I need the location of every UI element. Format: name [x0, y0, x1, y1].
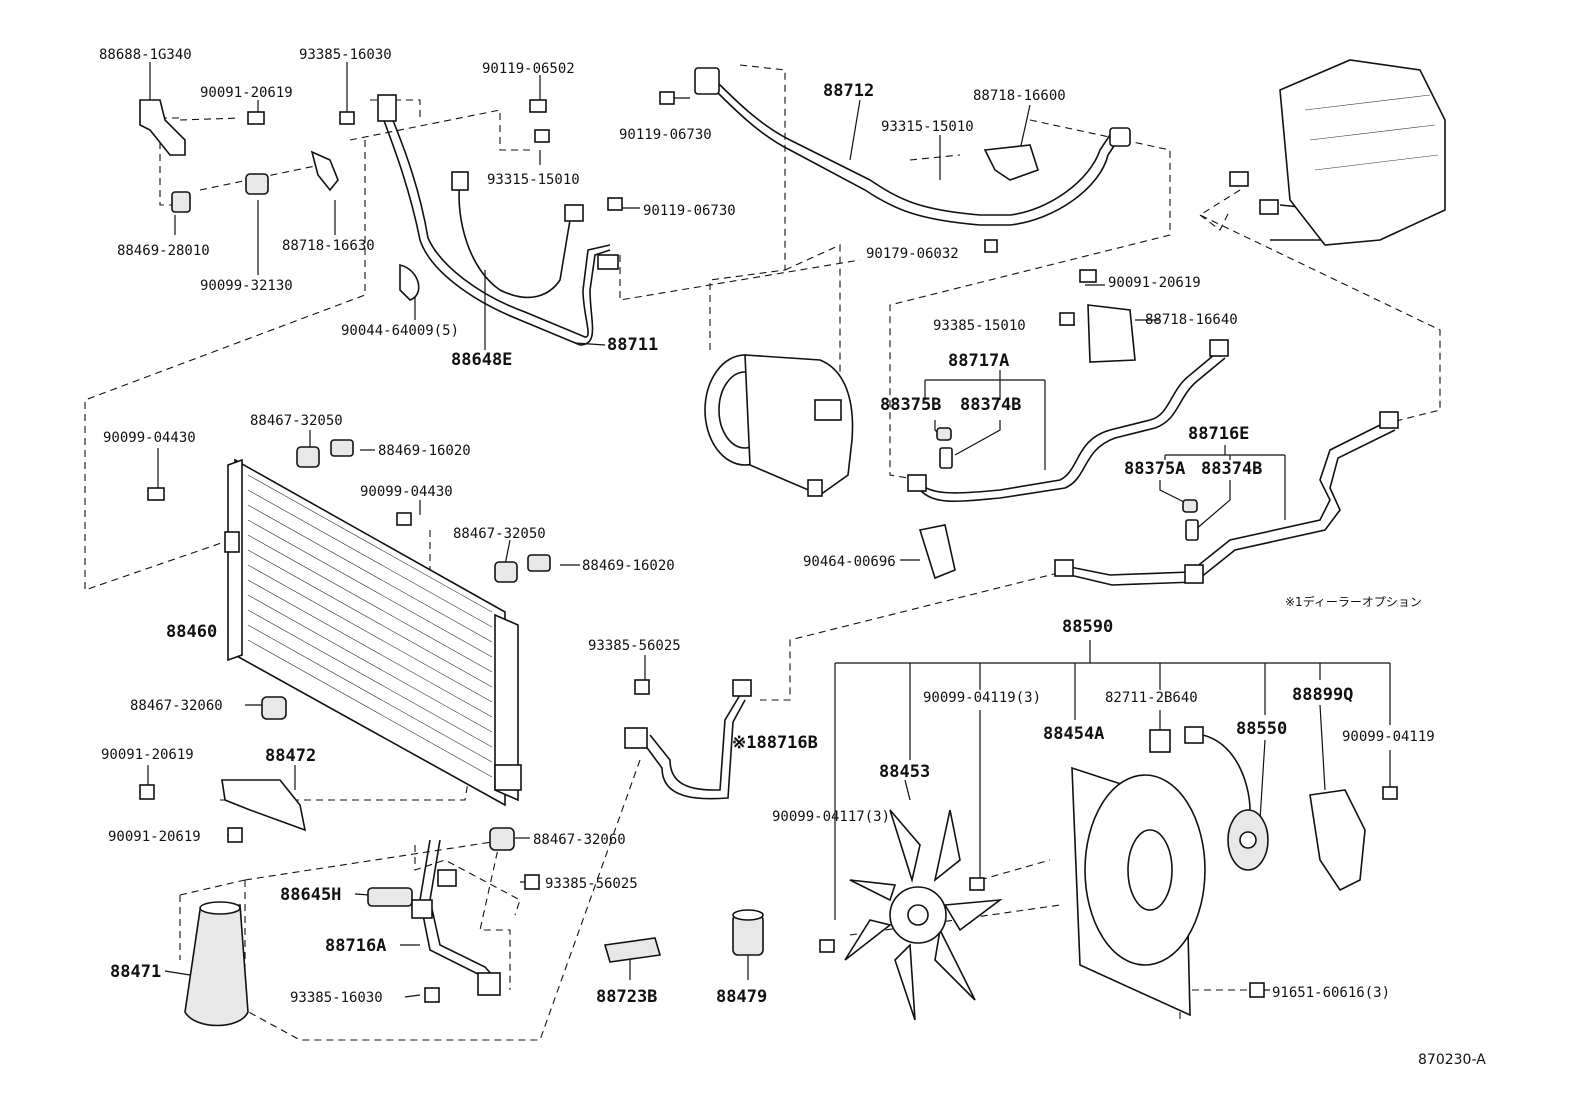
- label-88479: 88479: [716, 987, 767, 1007]
- label-93385-16030: 93385-16030: [299, 47, 392, 63]
- motor-cover-icon: [1309, 789, 1366, 892]
- grommet-icon: [171, 173, 551, 851]
- label-90099-32130: 90099-32130: [200, 278, 293, 294]
- evaporator-unit-icon: [1229, 59, 1446, 246]
- label-90119-06502: 90119-06502: [482, 61, 575, 77]
- label-90099-04119-3: 90099-04119(3): [923, 690, 1041, 706]
- clamp-icon: [221, 144, 1136, 832]
- label-sticker-icon: [603, 937, 662, 963]
- fan-motor-icon: [1184, 726, 1269, 871]
- label-88374b: 88374B: [960, 395, 1021, 415]
- bracket-icon: [139, 99, 186, 156]
- label-90091-20619-c: 90091-20619: [101, 747, 194, 763]
- label-88460: 88460: [166, 622, 217, 642]
- label-88899q: 88899Q: [1292, 685, 1353, 705]
- pipes: [382, 79, 1396, 986]
- label-88467-32050: 88467-32050: [250, 413, 343, 429]
- label-93385-56025: 93385-56025: [588, 638, 681, 654]
- label-88375b: 88375B: [880, 395, 941, 415]
- label-93315-15010: 93315-15010: [487, 172, 580, 188]
- label-88688-1g340: 88688-1G340: [99, 47, 192, 63]
- label-90119-06730-b: 90119-06730: [643, 203, 736, 219]
- label-90091-20619-b: 90091-20619: [1108, 275, 1201, 291]
- label-88718-16640: 88718-16640: [1145, 312, 1238, 328]
- label-90099-04119: 90099-04119: [1342, 729, 1435, 745]
- part-labels: 88688-1G340 90091-20619 93385-16030 9011…: [99, 47, 1486, 1068]
- label-88712: 88712: [823, 81, 874, 101]
- label-88467-32060-b: 88467-32060: [533, 832, 626, 848]
- label-88469-16020: 88469-16020: [378, 443, 471, 459]
- label-88469-16020-b: 88469-16020: [582, 558, 675, 574]
- fan-icon: [844, 809, 1003, 1021]
- label-88471: 88471: [110, 962, 161, 982]
- label-91651-60616: 91651-60616(3): [1272, 985, 1390, 1001]
- label-88454a: 88454A: [1043, 724, 1104, 744]
- label-90099-04430: 90099-04430: [103, 430, 196, 446]
- label-93385-15010: 93385-15010: [933, 318, 1026, 334]
- label-88375a: 88375A: [1124, 459, 1185, 479]
- label-88717a: 88717A: [948, 351, 1009, 371]
- label-88645h: 88645H: [280, 885, 341, 905]
- connector-icon: [1149, 729, 1171, 753]
- label-88716e: 88716E: [1188, 424, 1249, 444]
- label-90464-00696: 90464-00696: [803, 554, 896, 570]
- condenser-icon: [224, 458, 522, 807]
- compressor-icon: [704, 354, 854, 497]
- receiver-dryer-icon: [184, 901, 249, 1027]
- cap-cylinder-icon: [732, 909, 764, 956]
- label-88472: 88472: [265, 746, 316, 766]
- label-90091-20619: 90091-20619: [200, 85, 293, 101]
- label-90099-04117: 90099-04117(3): [772, 809, 890, 825]
- label-88718-16630: 88718-16630: [282, 238, 375, 254]
- label-88467-32050-b: 88467-32050: [453, 526, 546, 542]
- label-88467-32060: 88467-32060: [130, 698, 223, 714]
- label-93315-15010-b: 93315-15010: [881, 119, 974, 135]
- label-90099-04430-b: 90099-04430: [360, 484, 453, 500]
- label-90119-06730: 90119-06730: [619, 127, 712, 143]
- valve-cap-icon: [936, 427, 1199, 541]
- label-90179-06032: 90179-06032: [866, 246, 959, 262]
- label-88590: 88590: [1062, 617, 1113, 637]
- fan-shroud-icon: [1071, 766, 1206, 1017]
- label-dealer-option: ※1ディーラーオプション: [1285, 594, 1422, 609]
- label-88723b: 88723B: [596, 987, 657, 1007]
- label-88711: 88711: [607, 335, 658, 355]
- label-88374b-b: 88374B: [1201, 459, 1262, 479]
- label-93385-16030-b: 93385-16030: [290, 990, 383, 1006]
- label-88716b: ※188716B: [732, 733, 818, 753]
- label-93385-56025-b: 93385-56025: [545, 876, 638, 892]
- label-88469-28010: 88469-28010: [117, 243, 210, 259]
- bolt-icon: [139, 91, 1398, 1003]
- label-90044-64009: 90044-64009(5): [341, 323, 459, 339]
- label-88648e: 88648E: [451, 350, 512, 370]
- label-82711-2b640: 82711-2B640: [1105, 690, 1198, 706]
- label-88550: 88550: [1236, 719, 1287, 739]
- label-88716a: 88716A: [325, 936, 386, 956]
- pipe-fitting-icon: [377, 67, 1399, 996]
- pressure-switch-icon: [367, 887, 413, 907]
- diagram-code: 870230-A: [1418, 1052, 1486, 1068]
- label-88718-16600: 88718-16600: [973, 88, 1066, 104]
- label-90091-20619-d: 90091-20619: [108, 829, 201, 845]
- label-88453: 88453: [879, 762, 930, 782]
